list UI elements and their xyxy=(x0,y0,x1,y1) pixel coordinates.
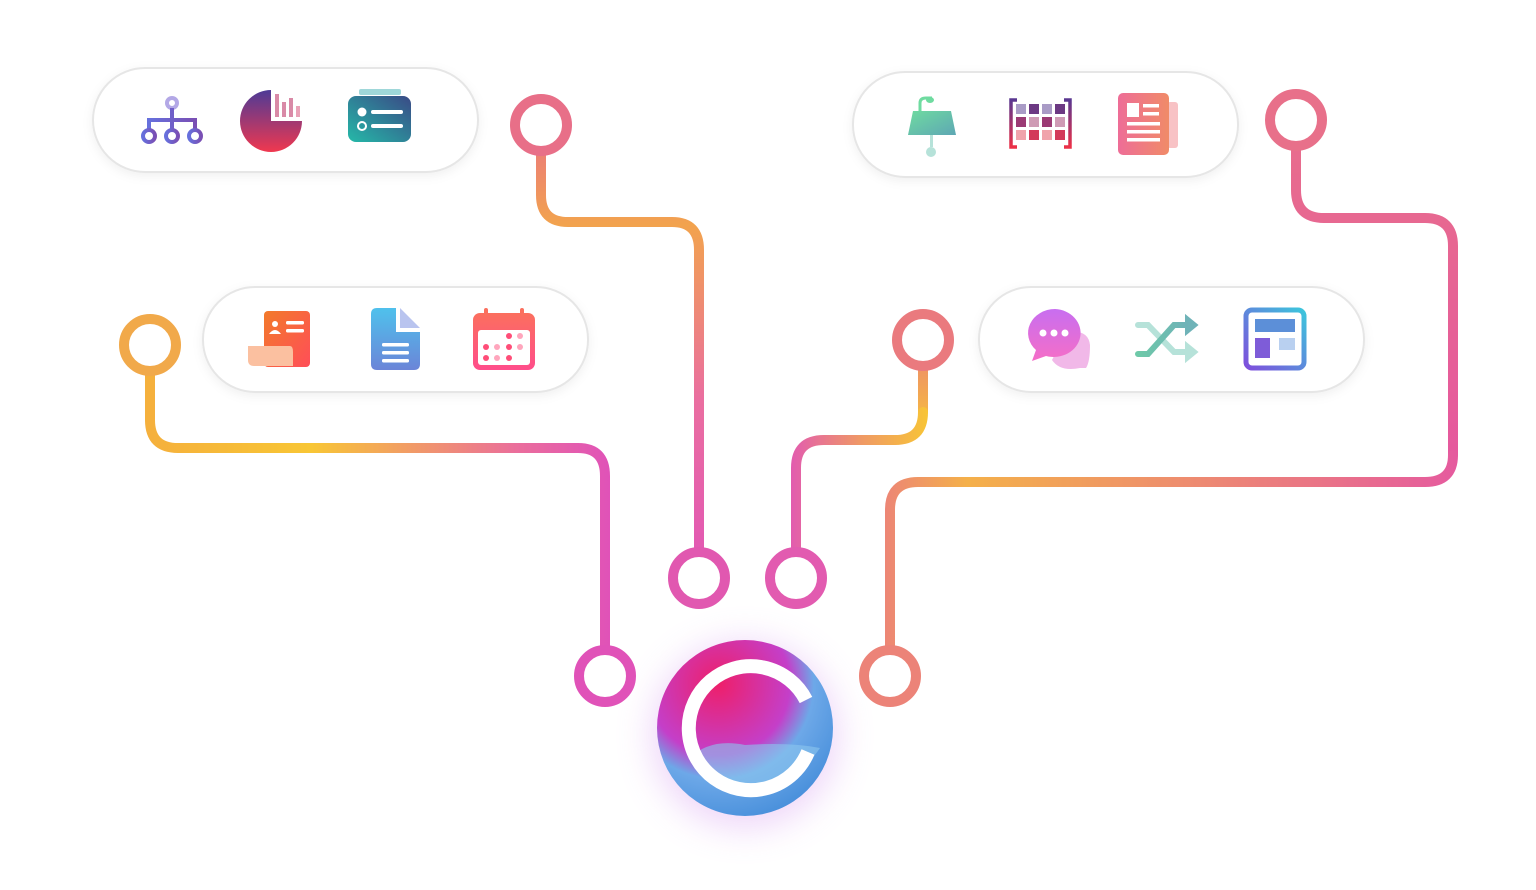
chat-bubbles-icon[interactable] xyxy=(1028,309,1090,369)
connector-line-4-v xyxy=(1291,140,1458,460)
connector-node xyxy=(510,94,572,156)
dashboard-layout-icon[interactable] xyxy=(1243,307,1307,371)
connector-node xyxy=(892,309,954,371)
connector-node xyxy=(859,645,921,707)
resume-document-icon[interactable] xyxy=(248,311,310,367)
connector-line-2 xyxy=(145,415,610,655)
connector-line-3 xyxy=(791,407,928,557)
connector-node xyxy=(119,314,181,376)
shuffle-icon[interactable] xyxy=(1135,313,1199,364)
grid-calendar-icon[interactable] xyxy=(1009,98,1072,149)
pie-bar-chart-icon[interactable] xyxy=(240,90,302,152)
presentation-lamp-icon[interactable] xyxy=(908,96,956,157)
connector-line-1 xyxy=(536,145,704,557)
calendar-icon[interactable] xyxy=(473,308,535,370)
connector-node xyxy=(668,547,730,609)
connector-node xyxy=(765,547,827,609)
list-card-icon[interactable] xyxy=(348,89,411,142)
connector-node xyxy=(574,645,636,707)
brand-c-logo xyxy=(653,640,837,827)
text-document-icon[interactable] xyxy=(371,308,420,370)
connector-line-4 xyxy=(885,450,1458,655)
connector-node xyxy=(1265,89,1327,151)
org-chart-icon[interactable] xyxy=(141,96,203,144)
newspaper-icon[interactable] xyxy=(1118,93,1178,155)
